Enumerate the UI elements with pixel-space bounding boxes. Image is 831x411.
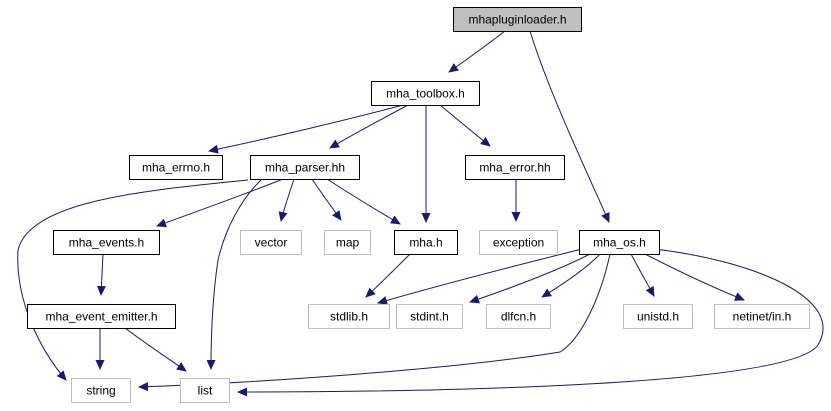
edges-layer [17,30,824,397]
node-box [714,304,810,329]
edge-mha-os-to-netinet [644,253,745,301]
edge-mha-os-to-stdint [469,253,591,304]
node-netinet: netinet/in.h [714,304,810,329]
node-stdint: stdint.h [396,304,463,329]
node-box [250,155,360,180]
node-box [180,378,230,403]
node-string: string [71,378,131,403]
node-box [486,304,551,329]
edge-mha-os-to-string [138,253,611,392]
node-box [579,230,660,255]
node-label: mhapluginloader.h [468,13,566,27]
node-mhapluginloader[interactable]: mhapluginloader.h [453,7,582,32]
node-box [71,378,131,403]
node-box [479,230,558,255]
node-label: mha_events.h [69,236,144,250]
node-label: netinet/in.h [733,310,792,324]
node-box [453,7,582,32]
node-label: exception [493,236,544,250]
edge-mha-parser-to-mha [326,178,401,225]
node-unistd: unistd.h [623,304,693,329]
node-label: mha_event_emitter.h [45,310,157,324]
node-box [53,230,160,255]
node-label: unistd.h [637,310,679,324]
node-label: mha_error.hh [479,161,550,175]
node-box [129,155,223,180]
node-label: mha_toolbox.h [386,87,465,101]
node-label: mha_os.h [593,236,646,250]
node-vector: vector [240,230,302,255]
node-label: mha.h [409,236,442,250]
node-stdlib: stdlib.h [308,304,390,329]
node-list: list [180,378,230,403]
edge-mha-parser-to-map [311,178,342,221]
nodes-layer: mhapluginloader.h mha_toolbox.h mha_errno.… [27,7,810,403]
node-box [394,230,458,255]
edge-mha-os-to-unistd [630,253,655,297]
node-label: stdint.h [410,310,449,324]
node-mha-event-emitter[interactable]: mha_event_emitter.h [27,304,176,329]
edge-mha-to-stdlib [365,253,411,298]
node-mha-toolbox[interactable]: mha_toolbox.h [371,81,480,106]
node-mha-error[interactable]: mha_error.hh [465,155,565,180]
edge-mha-os-to-list [237,248,824,397]
node-label: list [198,384,213,398]
edge-mha-parser-to-vector [278,178,295,222]
edge-mha-toolbox-to-mha-errno [208,104,404,154]
node-box [324,230,371,255]
node-label: string [86,384,115,398]
edge-mha-event-emitter-to-list [124,327,187,372]
node-box [27,304,176,329]
node-mha-parser[interactable]: mha_parser.hh [250,155,360,180]
node-mha-os[interactable]: mha_os.h [579,230,660,255]
edge-mha-os-to-dlfcn [541,253,601,298]
node-box [371,81,480,106]
edge-mhapluginloader-to-mha-os [529,30,610,223]
node-label: mha_errno.h [142,161,210,175]
edge-mha-os-to-stdlib [377,248,583,305]
edge-mha-toolbox-to-mha-parser [329,104,409,149]
node-box [240,230,302,255]
edge-mha-parser-to-mha-events [156,178,284,228]
node-mha[interactable]: mha.h [394,230,458,255]
edge-mhapluginloader-to-mha-toolbox [448,30,506,73]
node-mha-events[interactable]: mha_events.h [53,230,160,255]
node-label: dlfcn.h [501,310,536,324]
edge-mha-parser-to-string [17,179,249,381]
node-exception: exception [479,230,558,255]
node-mha-errno[interactable]: mha_errno.h [129,155,223,180]
node-label: vector [255,236,288,250]
node-box [623,304,693,329]
edge-mha-toolbox-to-mha-error [439,104,491,147]
node-label: stdlib.h [330,310,368,324]
node-map: map [324,230,371,255]
node-box [308,304,390,329]
node-dlfcn: dlfcn.h [486,304,551,329]
node-box [396,304,463,329]
edge-mha-events-to-mha-event-emitter [96,253,106,296]
node-label: map [336,236,360,250]
node-label: mha_parser.hh [265,161,345,175]
node-box [465,155,565,180]
edge-mha-parser-to-list [206,178,263,370]
